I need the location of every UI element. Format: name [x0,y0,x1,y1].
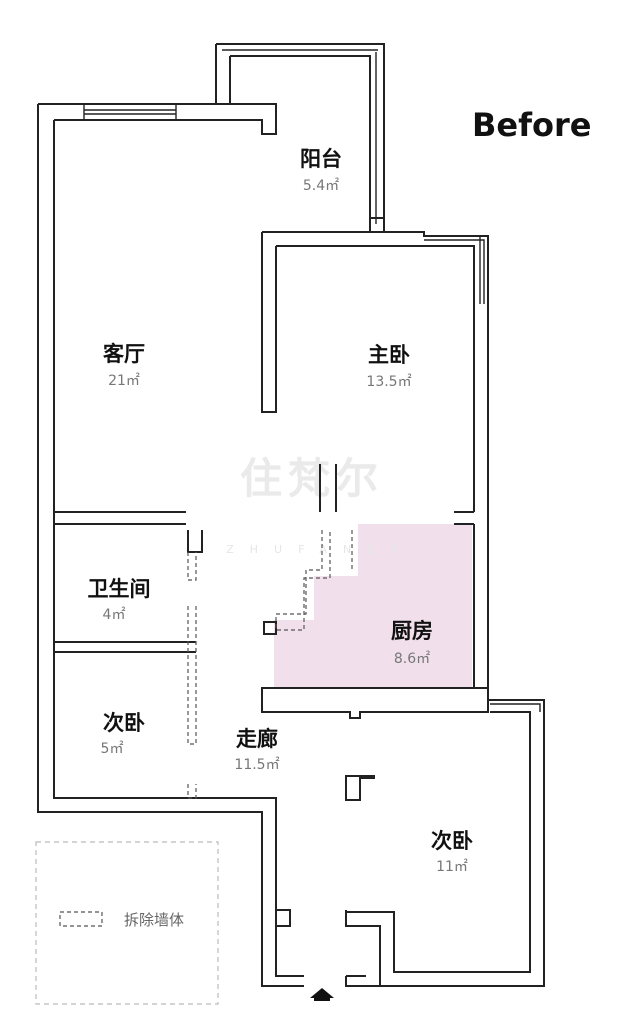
room-living-name: 客厅 [103,342,145,366]
bath-bed-wall [54,641,196,653]
kitchen-walls [319,464,474,525]
kitchen-post [263,621,277,635]
room-second-area: 5㎡ [101,741,124,757]
room-third-area: 11㎡ [436,859,468,875]
watermark-text: ZHUFANER [226,543,414,556]
window-marks [83,49,541,712]
legend-label: 拆除墙体 [124,911,184,929]
room-master-name: 主卧 [368,343,410,367]
room-third-name: 次卧 [431,829,473,853]
room-second-name: 次卧 [103,711,145,735]
page-title: Before [472,106,591,144]
room-corridor-name: 走廊 [236,727,278,751]
living-bath-wall [54,511,186,525]
kitchen-fill [274,524,472,688]
entrance-arrow-icon [310,988,334,1001]
outer-walls [37,43,545,987]
room-living-area: 21㎡ [108,373,140,389]
demolished-walls [187,530,353,799]
room-kitchen-name: 厨房 [391,619,433,643]
watermark-logo: 住梵尔 [240,454,384,503]
room-master-area: 13.5㎡ [366,374,411,390]
master-left-wall [261,232,277,413]
room-bath-name: 卫生间 [88,577,151,601]
room-kitchen-area: 8.6㎡ [394,651,430,667]
third-bed-jamb [345,775,375,801]
bath-jamb [187,530,203,553]
kitchen-bottom-wall [261,687,489,719]
room-corridor-area: 11.5㎡ [234,757,279,773]
entrance-jambs [276,909,347,927]
room-bath-area: 4㎡ [103,607,126,623]
legend-frame [35,841,219,1005]
room-balcony-area: 5.4㎡ [303,178,339,194]
room-balcony-name: 阳台 [300,147,342,171]
legend-swatch [59,911,103,927]
